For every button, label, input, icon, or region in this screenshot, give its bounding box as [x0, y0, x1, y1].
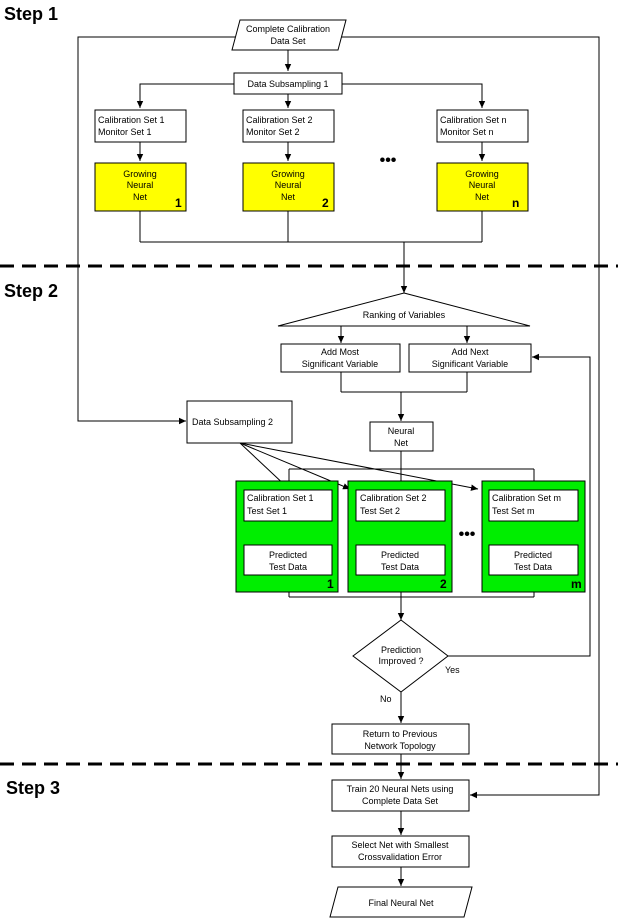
- data-subsampling-2-node: Data Subsampling 2: [186, 400, 293, 444]
- cal-top-2-line-1: Calibration Set 2: [246, 115, 313, 125]
- green-group-m: Calibration Set m Test Set m Predicted T…: [481, 480, 586, 593]
- growing-neural-net-n: Growing Neural Net n: [436, 162, 529, 212]
- green-1-cal-line-1: Calibration Set 1: [247, 493, 314, 503]
- green-1-index: 1: [327, 577, 334, 591]
- prediction-line-2: Improved ?: [378, 656, 423, 666]
- growing-neural-net-1: Growing Neural Net 1: [94, 162, 187, 212]
- step-1-label: Step 1: [4, 4, 58, 24]
- return-line-2: Network Topology: [364, 741, 436, 751]
- return-line-1: Return to Previous: [363, 729, 438, 739]
- calibration-monitor-set-n: Calibration Set n Monitor Set n: [436, 109, 529, 143]
- final-net-label: Final Neural Net: [368, 898, 434, 908]
- add-next-line-1: Add Next: [451, 347, 489, 357]
- green-2-pred-line-1: Predicted: [381, 550, 419, 560]
- green-m-pred-line-2: Test Data: [514, 562, 552, 572]
- growing-2-line-2: Neural: [275, 180, 302, 190]
- select-net-node: Select Net with Smallest Crossvalidation…: [331, 835, 470, 868]
- no-label: No: [380, 694, 392, 704]
- add-most-line-2: Significant Variable: [302, 359, 378, 369]
- prediction-improved-decision: Prediction Improved ?: [352, 619, 449, 693]
- train-20-nets-node: Train 20 Neural Nets using Complete Data…: [331, 779, 470, 812]
- select-line-2: Crossvalidation Error: [358, 852, 442, 862]
- step-3-label: Step 3: [6, 778, 60, 798]
- neural-net-node: Neural Net: [369, 421, 434, 452]
- train20-line-1: Train 20 Neural Nets using: [347, 784, 454, 794]
- complete-data-line-1: Complete Calibration: [246, 24, 330, 34]
- add-most-significant-node: Add Most Significant Variable: [280, 343, 401, 373]
- complete-calibration-data-node: Complete Calibration Data Set: [231, 19, 347, 51]
- growing-n-line-3: Net: [475, 192, 490, 202]
- green-1-pred-line-2: Test Data: [269, 562, 307, 572]
- green-group-1: Calibration Set 1 Test Set 1 Predicted T…: [235, 480, 339, 593]
- subsampling-1-label: Data Subsampling 1: [247, 79, 328, 89]
- ranking-label: Ranking of Variables: [363, 310, 446, 320]
- green-m-cal-line-1: Calibration Set m: [492, 493, 561, 503]
- growing-1-line-3: Net: [133, 192, 148, 202]
- green-1-pred-line-1: Predicted: [269, 550, 307, 560]
- final-neural-net-node: Final Neural Net: [329, 886, 473, 918]
- growing-1-index: 1: [175, 196, 182, 210]
- growing-n-line-2: Neural: [469, 180, 496, 190]
- growing-n-index: n: [512, 196, 519, 210]
- ranking-of-variables-node: Ranking of Variables: [277, 292, 531, 327]
- ellipsis-green: •••: [459, 526, 476, 543]
- yes-label: Yes: [445, 665, 460, 675]
- green-m-cal-line-2: Test Set m: [492, 506, 535, 516]
- return-previous-topology-node: Return to Previous Network Topology: [331, 723, 470, 755]
- growing-2-line-3: Net: [281, 192, 296, 202]
- add-next-line-2: Significant Variable: [432, 359, 508, 369]
- green-1-cal-line-2: Test Set 1: [247, 506, 287, 516]
- add-next-significant-node: Add Next Significant Variable: [408, 343, 532, 373]
- green-2-cal-line-1: Calibration Set 2: [360, 493, 427, 503]
- green-2-index: 2: [440, 577, 447, 591]
- green-group-2: Calibration Set 2 Test Set 2 Predicted T…: [347, 480, 453, 593]
- cal-top-2-line-2: Monitor Set 2: [246, 127, 300, 137]
- green-m-pred-line-1: Predicted: [514, 550, 552, 560]
- cal-top-n-line-2: Monitor Set n: [440, 127, 494, 137]
- data-subsampling-1-node: Data Subsampling 1: [233, 72, 343, 95]
- green-m-index: m: [571, 577, 582, 591]
- cal-top-1-line-2: Monitor Set 1: [98, 127, 152, 137]
- growing-n-line-1: Growing: [465, 169, 499, 179]
- train20-line-2: Complete Data Set: [362, 796, 439, 806]
- growing-neural-net-2: Growing Neural Net 2: [242, 162, 335, 212]
- ellipsis-top: •••: [380, 152, 397, 169]
- growing-2-index: 2: [322, 196, 329, 210]
- subsampling-2-label: Data Subsampling 2: [192, 417, 273, 427]
- green-2-cal-line-2: Test Set 2: [360, 506, 400, 516]
- add-most-line-1: Add Most: [321, 347, 360, 357]
- calibration-monitor-set-1: Calibration Set 1 Monitor Set 1: [94, 109, 187, 143]
- cal-top-1-line-1: Calibration Set 1: [98, 115, 165, 125]
- select-line-1: Select Net with Smallest: [351, 840, 449, 850]
- cal-top-n-line-1: Calibration Set n: [440, 115, 507, 125]
- neural-net-line-1: Neural: [388, 426, 415, 436]
- complete-data-line-2: Data Set: [270, 36, 306, 46]
- growing-1-line-2: Neural: [127, 180, 154, 190]
- neural-net-line-2: Net: [394, 438, 409, 448]
- growing-1-line-1: Growing: [123, 169, 157, 179]
- prediction-line-1: Prediction: [381, 645, 421, 655]
- calibration-monitor-set-2: Calibration Set 2 Monitor Set 2: [242, 109, 335, 143]
- connectors: [77, 36, 600, 886]
- step-2-label: Step 2: [4, 281, 58, 301]
- green-2-pred-line-2: Test Data: [381, 562, 419, 572]
- growing-2-line-1: Growing: [271, 169, 305, 179]
